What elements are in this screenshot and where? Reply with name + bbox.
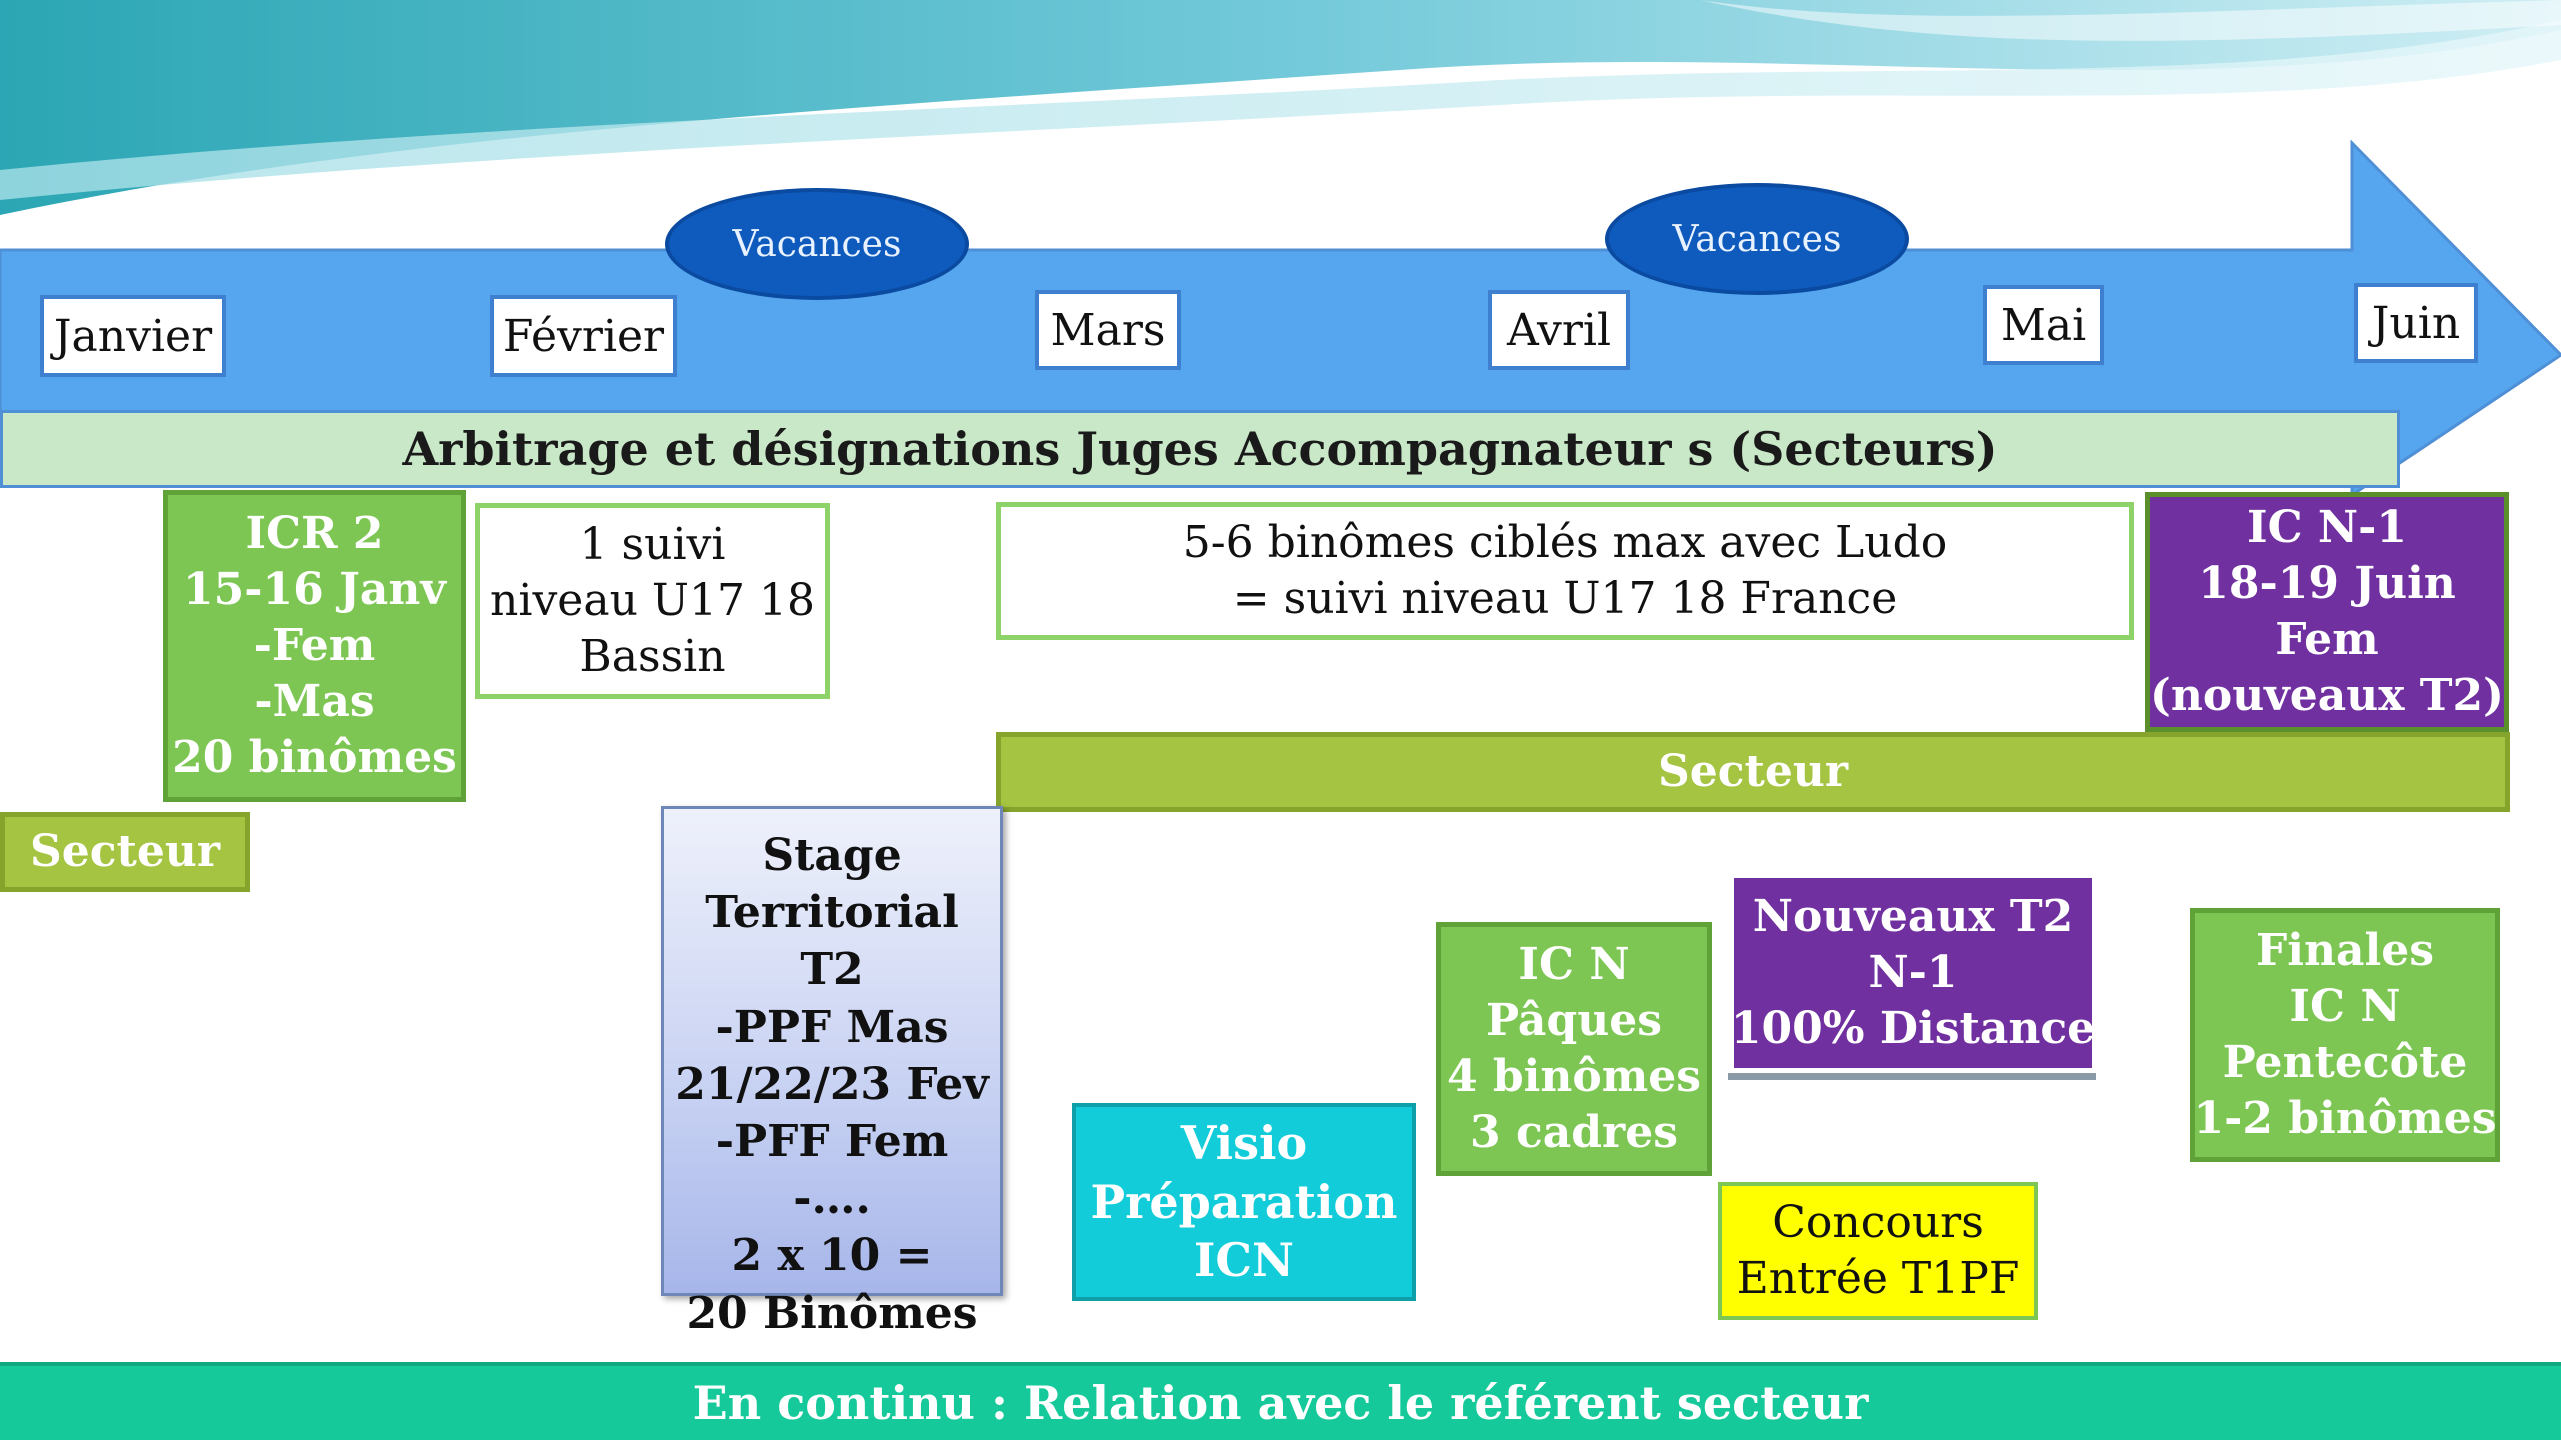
- nouveaux-t2-underline: [1728, 1073, 2096, 1080]
- icr2-line-1: ICR 2: [245, 508, 384, 560]
- ic-n-line-2: Pâques: [1486, 995, 1662, 1047]
- footer-label: En continu : Relation avec le référent s…: [692, 1375, 1869, 1430]
- ic-n-line-4: 3 cadres: [1470, 1106, 1678, 1158]
- month-label-mai: Mai: [1983, 285, 2104, 365]
- finales-line-4: 1-2 binômes: [2193, 1092, 2497, 1144]
- binomes-cibles-line-2: = suivi niveau U17 18 France: [1232, 573, 1898, 624]
- nouveaux-t2-line-3: 100% Distance: [1730, 1002, 2096, 1054]
- finales-line-2: IC N: [2289, 981, 2401, 1033]
- stage-line-9: 20 Binômes: [686, 1287, 978, 1339]
- header-wave-decoration: [0, 0, 2561, 215]
- finales-box: Finales IC N Pentecôte 1-2 binômes: [2190, 908, 2500, 1162]
- finales-line-1: Finales: [2256, 925, 2434, 977]
- nouveaux-t2-box: Nouveaux T2 N-1 100% Distance: [1730, 878, 2096, 1068]
- stage-line-2: Territorial: [705, 887, 959, 939]
- secteur-band: Secteur: [996, 732, 2510, 812]
- visio-line-2: Préparation: [1090, 1174, 1398, 1229]
- nouveaux-t2-line-2: N-1: [1868, 947, 1958, 999]
- suivi-bassin-line-3: Bassin: [579, 630, 726, 682]
- finales-line-3: Pentecôte: [2222, 1037, 2468, 1088]
- ic-n1-line-3: Fem: [2275, 614, 2379, 665]
- stage-territorial-box: Stage Territorial T2 -PPF Mas 21/22/23 F…: [661, 806, 1003, 1339]
- month-label-mars: Mars: [1035, 290, 1181, 370]
- ic-n-line-1: IC N: [1518, 939, 1630, 991]
- visio-line-3: ICN: [1193, 1233, 1295, 1288]
- icr2-line-4: -Mas: [254, 675, 375, 727]
- suivi-bassin-box: 1 suivi niveau U17 18 Bassin: [475, 503, 830, 699]
- concours-box: Concours Entrée T1PF: [1718, 1182, 2038, 1320]
- secteur-left-label: Secteur: [29, 826, 221, 878]
- nouveaux-t2-line-1: Nouveaux T2: [1752, 891, 2074, 943]
- ic-n-line-3: 4 binômes: [1446, 1051, 1702, 1102]
- binomes-cibles-box: 5-6 binômes ciblés max avec Ludo = suivi…: [996, 502, 2134, 640]
- arbitrage-band-label: Arbitrage et désignations Juges Accompag…: [402, 421, 1998, 476]
- holiday-ellipse-avril: Vacances: [1605, 183, 1909, 295]
- visio-box: Visio Préparation ICN: [1072, 1103, 1416, 1301]
- icr2-line-3: -Fem: [253, 620, 376, 672]
- ic-n1-line-2: 18-19 Juin: [2198, 558, 2456, 610]
- stage-line-3: T2: [800, 944, 864, 996]
- month-label-fevrier: Février: [490, 295, 677, 377]
- ic-n-box: IC N Pâques 4 binômes 3 cadres: [1436, 922, 1712, 1176]
- concours-line-2: Entrée T1PF: [1736, 1253, 2020, 1304]
- stage-line-8: 2 x 10 =: [731, 1230, 933, 1282]
- arbitrage-band: Arbitrage et désignations Juges Accompag…: [0, 410, 2400, 488]
- icr2-box: ICR 2 15-16 Janv -Fem -Mas 20 binômes: [163, 490, 466, 802]
- stage-line-5: 21/22/23 Fev: [675, 1058, 989, 1110]
- stage-line-1: Stage: [762, 830, 902, 881]
- stage-line-6: -PFF Fem: [715, 1115, 949, 1167]
- ic-n1-line-1: IC N-1: [2246, 502, 2407, 554]
- holiday-ellipse-fevrier: Vacances: [665, 188, 969, 300]
- concours-line-1: Concours: [1772, 1197, 1984, 1249]
- icr2-line-2: 15-16 Janv: [183, 564, 446, 616]
- icr2-line-5: 20 binômes: [172, 731, 457, 783]
- secteur-left-box: Secteur: [0, 812, 250, 892]
- ic-n1-box: IC N-1 18-19 Juin Fem (nouveaux T2): [2145, 492, 2509, 732]
- stage-line-7: -….: [793, 1173, 871, 1225]
- secteur-band-label: Secteur: [1657, 746, 1849, 798]
- visio-line-1: Visio: [1180, 1116, 1308, 1171]
- month-label-janvier: Janvier: [40, 295, 226, 377]
- stage-line-4: -PPF Mas: [715, 1001, 949, 1053]
- suivi-bassin-line-1: 1 suivi: [579, 519, 726, 571]
- binomes-cibles-line-1: 5-6 binômes ciblés max avec Ludo: [1182, 517, 1948, 569]
- month-label-avril: Avril: [1488, 290, 1630, 370]
- footer-banner: En continu : Relation avec le référent s…: [0, 1362, 2561, 1440]
- month-label-juin: Juin: [2354, 283, 2478, 363]
- ic-n1-line-4: (nouveaux T2): [2150, 669, 2504, 721]
- suivi-bassin-line-2: niveau U17 18: [490, 575, 815, 627]
